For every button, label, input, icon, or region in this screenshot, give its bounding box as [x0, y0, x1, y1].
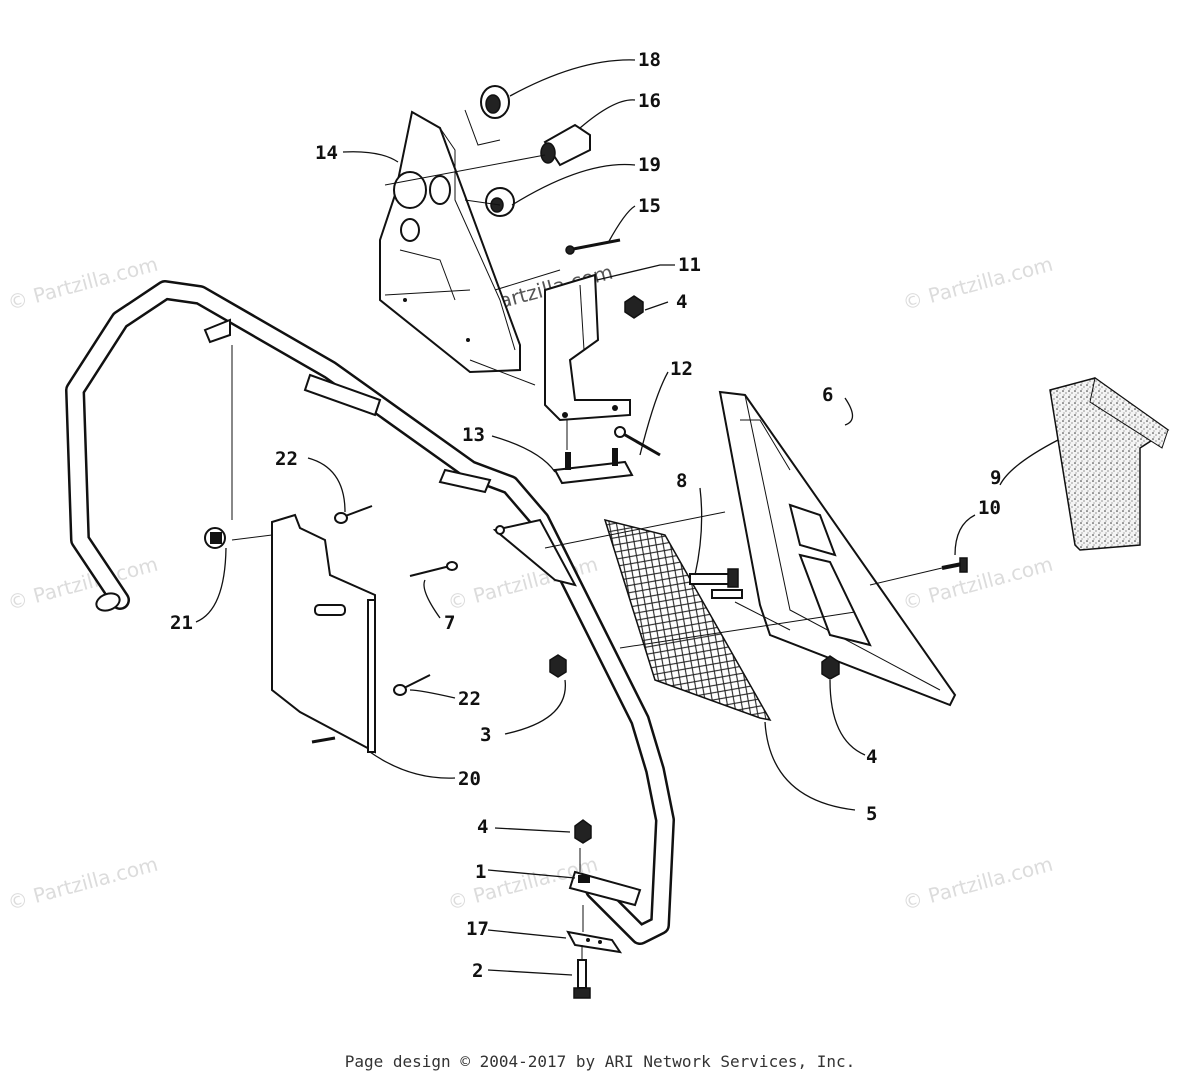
part-22-rivet-bottom	[393, 674, 431, 696]
part-12-bolt	[614, 426, 661, 457]
callout-18: 18	[638, 49, 661, 71]
watermark: © Partzilla.com	[900, 252, 1055, 315]
part-6-side-plate	[718, 390, 957, 707]
callout-6: 6	[822, 384, 833, 406]
part-22-rivet-top	[334, 505, 373, 524]
part-15-screw	[565, 238, 621, 255]
callout-1: 1	[475, 861, 486, 883]
part-14-dash-panel	[379, 110, 521, 374]
part-16-knob	[540, 123, 591, 167]
part-4-nut-top	[624, 295, 644, 319]
callout-8: 8	[676, 470, 687, 492]
callout-9: 9	[990, 467, 1001, 489]
part-3-nut	[549, 654, 567, 678]
callout-16: 16	[638, 90, 661, 112]
callout-20: 20	[458, 768, 481, 790]
callout-21: 21	[170, 612, 193, 634]
callout-19: 19	[638, 154, 661, 176]
part-2-bolt	[573, 959, 591, 999]
part-8-bolts	[689, 568, 743, 599]
callout-10: 10	[978, 497, 1001, 519]
callout-13: 13	[462, 424, 485, 446]
callout-3: 3	[480, 724, 491, 746]
footer-copyright: Page design © 2004-2017 by ARI Network S…	[344, 1052, 856, 1071]
callout-7: 7	[444, 612, 455, 634]
callout-4: 4	[866, 746, 877, 768]
part-4-nut-right	[821, 655, 840, 680]
part-17-plate	[566, 930, 623, 954]
callout-17: 17	[466, 918, 489, 940]
callout-22: 22	[458, 688, 481, 710]
watermark-group: © Partzilla.com © Partzilla.com © Partzi…	[5, 252, 1055, 915]
part-9-foam-block	[1049, 377, 1170, 551]
bumper-frame	[65, 280, 675, 945]
part-19-grommet	[485, 187, 515, 217]
callout-2: 2	[472, 960, 483, 982]
part-10-screw	[941, 557, 968, 573]
leader-lines	[195, 59, 1059, 976]
callout-5: 5	[866, 803, 877, 825]
part-18-grommet	[480, 85, 510, 119]
callout-4: 4	[676, 291, 687, 313]
assembly-lines	[231, 109, 943, 960]
watermark: © Partzilla.com	[5, 852, 160, 915]
watermark: © Partzilla.com	[900, 552, 1055, 615]
part-4-nut-bottom	[574, 819, 592, 844]
callout-4: 4	[477, 816, 488, 838]
watermark: © Partzilla.com	[900, 852, 1055, 915]
callout-11: 11	[678, 254, 701, 276]
frame-tab	[492, 518, 577, 587]
part-13-plate	[553, 448, 634, 485]
callout-labels: 18 16 14 19 15 11 4 12 6 13 22 8 9 10 21…	[170, 49, 1001, 982]
callout-12: 12	[670, 358, 693, 380]
part-7-pin	[409, 561, 458, 577]
part-20-side-panel	[271, 513, 376, 754]
part-21-clip	[204, 527, 226, 549]
part-5-mesh-screen	[603, 518, 772, 722]
part-1-bracket	[568, 870, 642, 907]
callout-14: 14	[315, 142, 338, 164]
part-11-bracket	[544, 273, 631, 422]
callout-15: 15	[638, 195, 661, 217]
callout-22: 22	[275, 448, 298, 470]
